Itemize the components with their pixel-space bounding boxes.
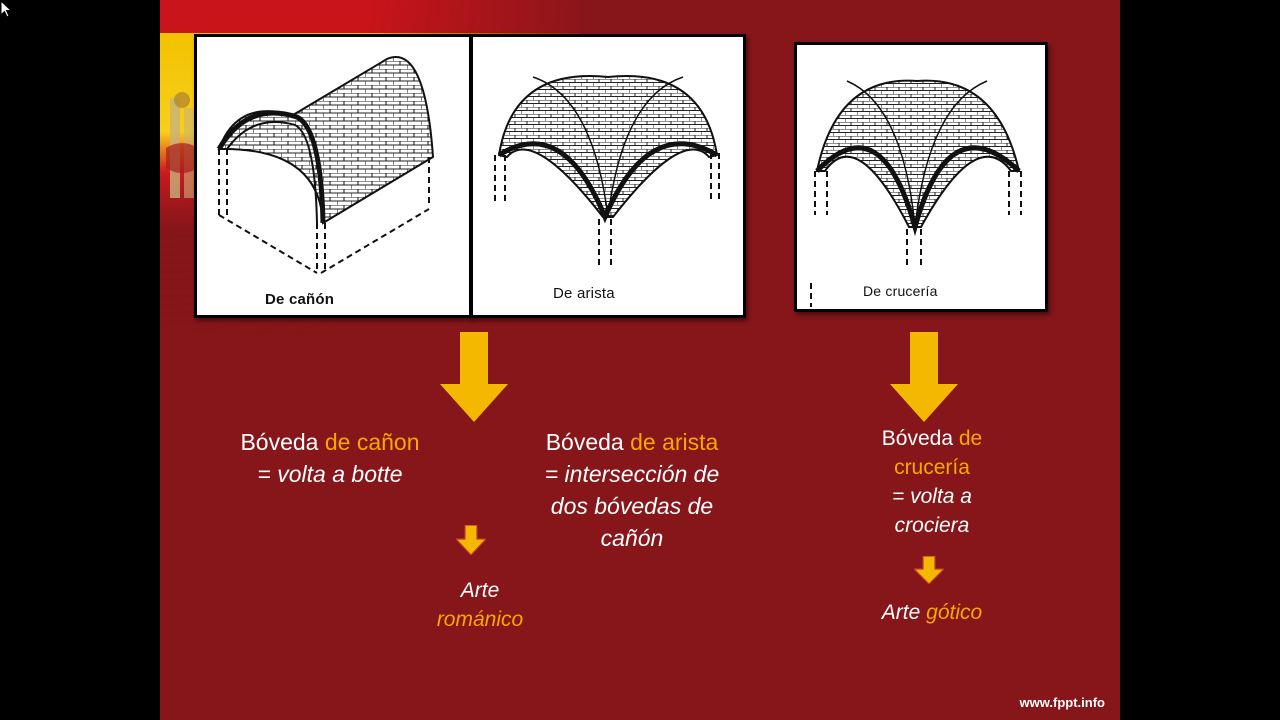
caption-cruceria-title: Bóveda <box>881 427 959 450</box>
caption-cruceria-highlight: de <box>958 427 983 450</box>
coat-of-arms-icon <box>166 92 198 198</box>
sub-romanico-label: Arte <box>460 579 500 602</box>
sub-gotico-label: Arte <box>881 601 927 624</box>
arrow-down-icon <box>440 332 508 422</box>
caption-cruceria-highlight-2: crucería <box>894 456 970 479</box>
small-arrow-down-icon <box>456 525 486 555</box>
caption-boveda-canon: Bóveda de cañon = volta a botte <box>200 426 460 490</box>
caption-boveda-cruceria: Bóveda de crucería = volta a crociera <box>852 424 1012 540</box>
sub-arte-gotico: Arte gótico <box>850 598 1014 627</box>
groin-vault-illustration <box>494 75 720 269</box>
caption-canon-translation: = volta a botte <box>257 461 403 487</box>
panel-boveda-canon: De cañón <box>194 34 472 318</box>
small-arrow-down-icon <box>914 556 944 584</box>
caption-arista-title: Bóveda <box>545 429 631 455</box>
sub-arte-romanico: Arte románico <box>410 576 550 634</box>
caption-arista-line2: = intersección de <box>544 461 720 487</box>
panel-boveda-arista: De arista <box>470 34 746 318</box>
caption-arista-line3: dos bóvedas de <box>550 493 714 519</box>
caption-boveda-arista: Bóveda de arista = intersección de dos b… <box>512 426 752 554</box>
caption-cruceria-line4: crociera <box>894 514 970 537</box>
panel-label-cruceria: De crucería <box>863 283 938 299</box>
slide: De cañón De arista <box>160 0 1120 720</box>
caption-arista-highlight: de arista <box>630 429 719 455</box>
panel-label-canon: De cañón <box>265 291 335 308</box>
panel-boveda-cruceria: De crucería <box>794 42 1048 312</box>
caption-arista-line4: cañón <box>600 525 664 551</box>
mouse-cursor-icon <box>0 0 13 18</box>
sub-romanico-highlight: románico <box>436 608 524 631</box>
footer-url: www.fppt.info <box>1019 695 1105 710</box>
barrel-vault-illustration <box>216 56 435 274</box>
caption-canon-title: Bóveda <box>240 429 325 455</box>
arrow-down-icon <box>890 332 958 422</box>
panel-label-arista: De arista <box>553 285 615 302</box>
caption-canon-highlight: de cañon <box>324 429 420 455</box>
rib-vault-illustration <box>810 79 1022 307</box>
sub-gotico-highlight: gótico <box>926 601 983 624</box>
caption-cruceria-line3: = volta a <box>892 485 972 508</box>
